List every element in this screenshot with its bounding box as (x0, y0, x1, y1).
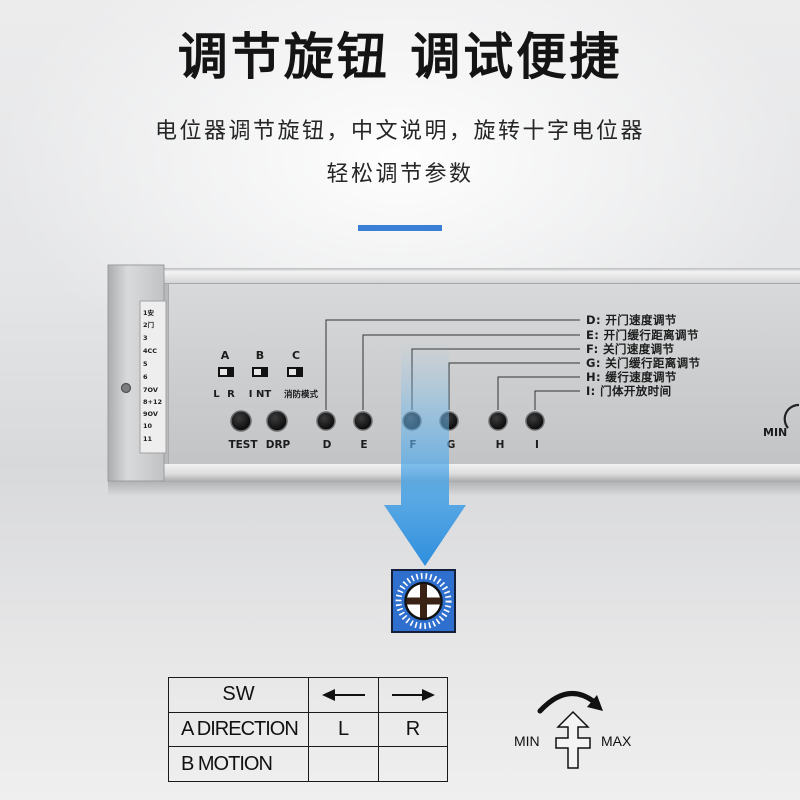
legend-d: D: 开门速度调节 (586, 313, 677, 327)
rotation-diagram: MIN MAX (514, 691, 632, 769)
terminal-label: 8+12 (143, 398, 162, 406)
motion-right-value (378, 746, 448, 782)
table-row: B MOTION (168, 746, 448, 782)
button-label-d: D (323, 439, 332, 451)
motion-left-value (308, 746, 379, 782)
button-labels: TEST DRP D E F G H I (228, 439, 538, 451)
table-header-sw: SW (168, 677, 309, 713)
row-label-direction: A DIRECTION (168, 711, 309, 748)
knob-d (316, 411, 336, 431)
legend-f: F: 关门速度调节 (586, 342, 675, 356)
leader-line-d (325, 319, 580, 410)
terminal-label: 6 (143, 373, 148, 381)
leader-line-h (497, 376, 580, 410)
cross-pointer-icon (555, 710, 591, 769)
switch-letter-a: A (221, 349, 230, 362)
potentiometer-cross-v (420, 584, 427, 618)
knob-min-label: MIN (763, 426, 787, 439)
terminal-label: 11 (143, 435, 153, 443)
button-label-drp: DRP (266, 439, 291, 451)
switch-table: SW A DIRECTION L R B MOTION (168, 677, 448, 782)
switch-b-label: I NT (249, 389, 272, 400)
subtitle-line-1: 电位器调节旋钮，中文说明，旋转十字电位器 (154, 119, 645, 144)
leader-line-e (362, 334, 580, 410)
switch-letters: A B C (221, 349, 300, 362)
legend-g: G: 关门缓行距离调节 (586, 356, 701, 370)
rotate-arrow-head (587, 695, 603, 711)
knob-e (353, 411, 373, 431)
down-arrow-icon (384, 342, 466, 566)
left-arrow-head (321, 688, 335, 701)
accent-underline (358, 225, 442, 231)
cross-potentiometer-icon (391, 569, 456, 633)
table-header-left (308, 677, 379, 713)
test-button (230, 410, 252, 432)
device-shadow (108, 480, 800, 496)
knob-h (488, 411, 508, 431)
legend-e: E: 开门缓行距离调节 (586, 328, 699, 342)
button-label-i: I (535, 439, 539, 451)
terminal-label: 9OV (143, 410, 158, 418)
right-arrow-head (422, 688, 435, 701)
terminal-label: 7OV (143, 386, 158, 394)
rotate-arrow-arc (537, 691, 596, 714)
button-label-e: E (360, 439, 367, 451)
table-row: SW (168, 677, 448, 713)
dip-switches (218, 367, 303, 377)
terminal-label-card (139, 300, 167, 454)
terminal-label: 4CC (143, 347, 157, 355)
table-row: A DIRECTION L R (168, 711, 448, 748)
leader-line-i (534, 390, 580, 410)
dip-switch-a-slider (220, 369, 227, 375)
knob-i (525, 411, 545, 431)
housing-top-lip (160, 268, 800, 283)
screw-hole-icon (120, 382, 132, 394)
left-arrow-icon (321, 688, 365, 701)
page-title: 调节旋钮 调试便捷 (177, 28, 623, 86)
subtitle-line-2: 轻松调节参数 (326, 162, 474, 187)
dip-switch-c-slider (289, 369, 296, 375)
row-label-motion: B MOTION (168, 746, 309, 782)
button-label-g: G (447, 439, 456, 451)
housing-bottom-lip (160, 464, 800, 482)
button-label-h: H (496, 439, 505, 451)
rotation-max-label: MAX (601, 733, 632, 749)
legend-i: I: 门体开放时间 (586, 384, 671, 398)
rotate-arrow-icon (783, 403, 800, 429)
dip-switch-b-slider (254, 369, 261, 375)
terminal-labels: 1安 2门 3 4CC 5 6 7OV 8+12 9OV 10 11 (143, 308, 162, 443)
right-arrow-icon (392, 688, 435, 701)
switch-letter-c: C (292, 349, 300, 362)
direction-left-value: L (308, 711, 379, 748)
switch-c-label: 消防模式 (284, 389, 319, 400)
terminal-label: 1安 (143, 308, 155, 317)
button-label-test: TEST (228, 439, 258, 451)
direction-right-value: R (378, 711, 448, 748)
terminal-label: 3 (143, 334, 148, 342)
terminal-label: 5 (143, 360, 148, 368)
terminal-label: 10 (143, 422, 153, 430)
switch-a-label: L R (213, 389, 237, 400)
parameter-legend: D: 开门速度调节 E: 开门缓行距离调节 F: 关门速度调节 G: 关门缓行距… (586, 313, 701, 398)
potentiometer-ticks (395, 573, 452, 629)
drp-button (266, 410, 288, 432)
switch-letter-b: B (256, 349, 264, 362)
terminal-label: 2门 (143, 320, 155, 329)
legend-h: H: 缓行速度调节 (586, 370, 677, 384)
rotation-min-label: MIN (514, 733, 540, 749)
table-header-right (378, 677, 448, 713)
control-panel-face (168, 284, 800, 464)
